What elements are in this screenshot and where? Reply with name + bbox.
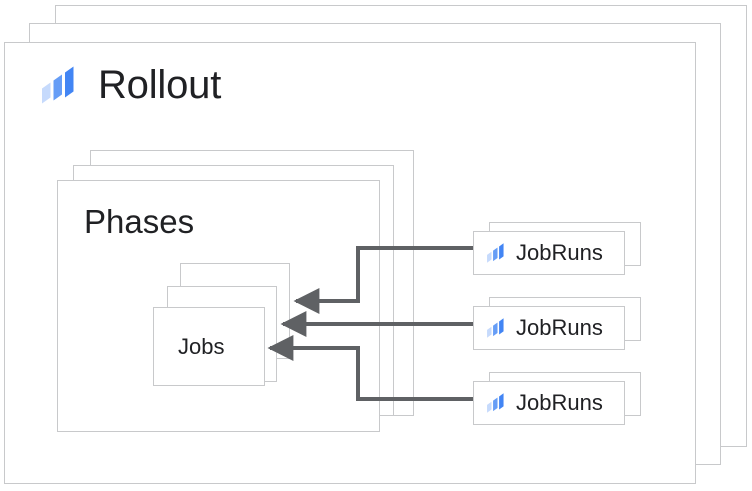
jobruns-card-front-3[interactable]: JobRuns: [473, 381, 625, 425]
jobruns-node-2[interactable]: JobRuns: [473, 297, 641, 350]
phases-title: Phases: [84, 203, 195, 240]
rollout-logo-icon: [486, 242, 508, 264]
jobruns-label-3: JobRuns: [516, 390, 603, 415]
rollout-logo-icon: [486, 317, 508, 339]
rollout-title: Rollout: [98, 63, 222, 107]
jobruns-node-3[interactable]: JobRuns: [473, 372, 641, 425]
jobruns-label-1: JobRuns: [516, 240, 603, 265]
jobruns-card-front-2[interactable]: JobRuns: [473, 306, 625, 350]
jobruns-card-front-1[interactable]: JobRuns: [473, 231, 625, 275]
jobruns-node-1[interactable]: JobRuns: [473, 222, 641, 275]
rollout-logo-icon: [40, 64, 82, 106]
jobruns-label-2: JobRuns: [516, 315, 603, 340]
jobs-card-front: [153, 307, 265, 386]
rollout-logo-icon: [486, 392, 508, 414]
rollout-header: Rollout: [40, 64, 221, 106]
jobs-title: Jobs: [178, 334, 225, 359]
